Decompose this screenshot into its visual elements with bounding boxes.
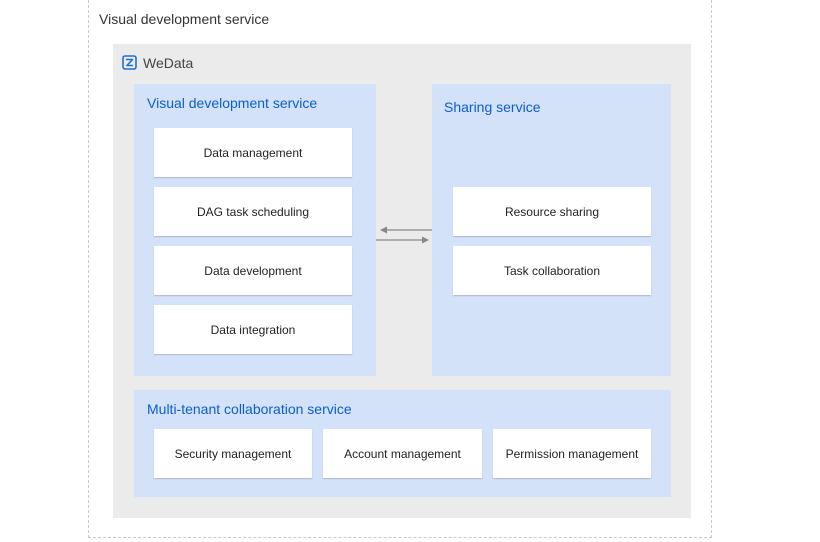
account-management-box: Account management xyxy=(323,429,482,478)
dag-task-scheduling-box: DAG task scheduling xyxy=(154,187,352,236)
wedata-label: WeData xyxy=(143,55,194,71)
multi-tenant-panel-title: Multi-tenant collaboration service xyxy=(147,401,352,417)
wedata-logo-icon xyxy=(122,55,137,70)
outer-title: Visual development service xyxy=(99,11,270,27)
visual-development-panel-title: Visual development service xyxy=(147,95,318,111)
sharing-service-panel-title: Sharing service xyxy=(444,99,541,115)
data-management-box: Data management xyxy=(154,128,352,177)
security-management-box: Security management xyxy=(154,429,312,478)
bidirectional-arrow-icon xyxy=(376,226,432,244)
task-collaboration-box: Task collaboration xyxy=(453,246,651,295)
outer-dashed-frame xyxy=(88,0,712,538)
permission-management-box: Permission management xyxy=(493,429,651,478)
data-development-box: Data development xyxy=(154,246,352,295)
resource-sharing-box: Resource sharing xyxy=(453,187,651,236)
data-integration-box: Data integration xyxy=(154,305,352,354)
